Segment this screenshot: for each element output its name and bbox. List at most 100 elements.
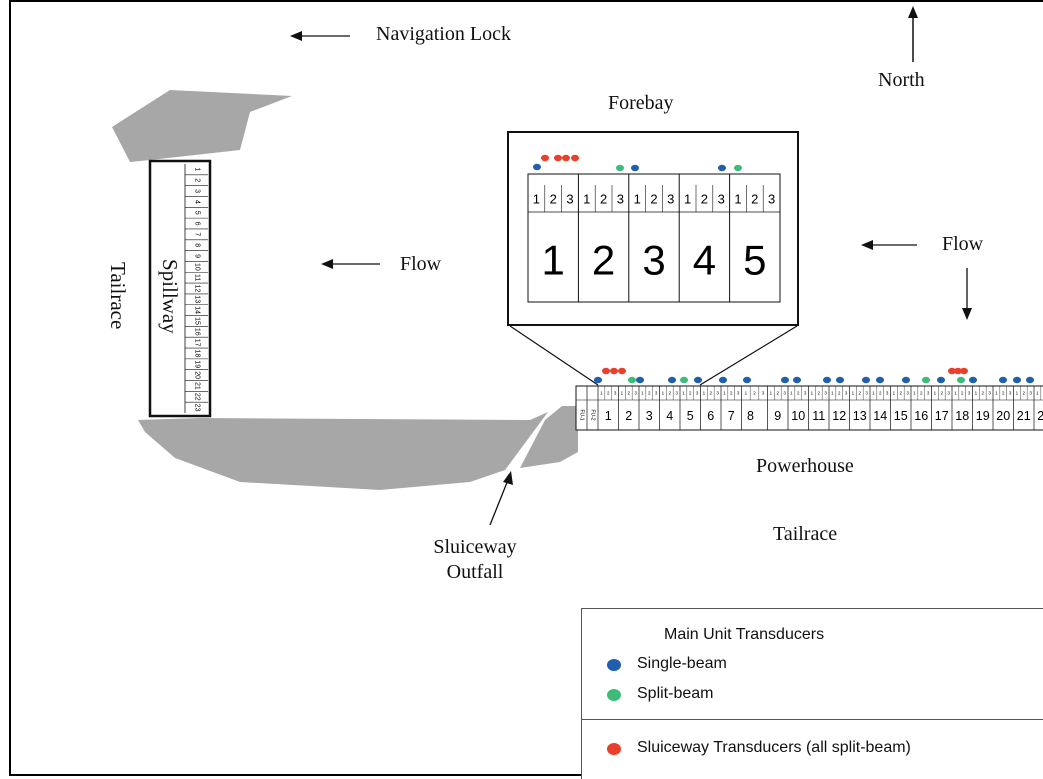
spillway-bay-label: 23 [194, 404, 201, 412]
legend-single-beam: Single-beam [637, 655, 727, 672]
single-beam-marker [823, 376, 831, 384]
powerhouse-unit-label: 20 [996, 409, 1010, 423]
powerhouse-unit-label: 2 [625, 409, 632, 423]
legend-separator [582, 719, 1043, 720]
powerhouse-slot-label: 1 [893, 391, 896, 396]
powerhouse-slot-label: 3 [804, 391, 807, 396]
single-beam-marker [793, 376, 801, 384]
powerhouse-slot-label: 2 [838, 391, 841, 396]
powerhouse-slot-label: 3 [737, 391, 740, 396]
powerhouse-unit-label: 18 [955, 409, 969, 423]
spillway-bay-label: 20 [194, 371, 201, 379]
north-label: North [878, 69, 925, 91]
powerhouse-slot-label: 2 [879, 391, 882, 396]
powerhouse-slot-label: 1 [913, 391, 916, 396]
sluiceway-marker [618, 367, 626, 375]
sluiceway-label-line1: Sluiceway [433, 536, 517, 558]
powerhouse-unit-label: 13 [853, 409, 867, 423]
spillway-bay-label: 2 [194, 178, 201, 182]
powerhouse-slot-label: 1 [641, 391, 644, 396]
powerhouse-slot-label: 3 [634, 391, 637, 396]
legend-split-beam: Split-beam [637, 685, 714, 702]
powerhouse-slot-label: 3 [886, 391, 889, 396]
single-beam-marker [668, 376, 676, 384]
spillway-bay-label: 12 [194, 285, 201, 293]
powerhouse-slot-label: 1 [682, 391, 685, 396]
powerhouse-slot-label: 2 [1002, 391, 1005, 396]
powerhouse-unit-label: 14 [873, 409, 887, 423]
powerhouse-slot-label: 2 [981, 391, 984, 396]
inset-slot-label: 3 [718, 192, 725, 207]
inset-unit-number: 3 [642, 237, 665, 284]
spillway-bay-label: 19 [194, 360, 201, 368]
spillway-bay-label: 3 [194, 189, 201, 193]
sluiceway-pointer-arrow-icon [503, 471, 513, 485]
sluiceway-outfall-label: Sluiceway Outfall [419, 537, 531, 582]
flow-left-arrow-icon [321, 259, 333, 269]
single-beam-marker [636, 376, 644, 384]
powerhouse-structure [575, 385, 1043, 431]
powerhouse-unit-label: 21 [1017, 409, 1031, 423]
powerhouse-slot-label: 2 [858, 391, 861, 396]
powerhouse-slot-label: 2 [730, 391, 733, 396]
single-beam-marker [694, 376, 702, 384]
inset-slot-label: 2 [751, 192, 758, 207]
split-beam-marker [734, 164, 742, 172]
powerhouse-slot-label: 1 [1036, 391, 1039, 396]
powerhouse-slot-label: 1 [790, 391, 793, 396]
powerhouse-unit-label: 4 [666, 409, 673, 423]
single-beam-marker [1026, 376, 1034, 384]
flow-right-label: Flow [942, 233, 984, 255]
sluiceway-marker [610, 367, 618, 375]
powerhouse-slot-label: 1 [975, 391, 978, 396]
powerhouse-slot-label: 2 [961, 391, 964, 396]
powerhouse-slot-label: 3 [783, 391, 786, 396]
flow-right-arrow-icon [861, 240, 873, 250]
inset-unit-number: 4 [693, 237, 716, 284]
single-beam-marker [876, 376, 884, 384]
inset-slot-label: 1 [533, 192, 540, 207]
navigation-lock-label: Navigation Lock [376, 23, 511, 45]
spillway-bay-label: 10 [194, 263, 201, 271]
powerhouse-slot-label: 2 [817, 391, 820, 396]
flow-left-label: Flow [400, 253, 442, 275]
powerhouse-unit-label: 6 [707, 409, 714, 423]
spillway-bay-label: 4 [194, 200, 201, 204]
forebay-inset-box [507, 131, 799, 326]
single-beam-marker [937, 376, 945, 384]
inset-slot-label: 2 [550, 192, 557, 207]
inset-slot-label: 1 [684, 192, 691, 207]
powerhouse-slot-label: 2 [627, 391, 630, 396]
spillway-bay-label: 6 [194, 222, 201, 226]
powerhouse-slot-label: 1 [934, 391, 937, 396]
powerhouse-unit-label: 9 [774, 409, 781, 423]
inset-slot-label: 3 [617, 192, 624, 207]
powerhouse-unit-label: 11 [812, 409, 825, 423]
sluiceway-marker [948, 367, 956, 375]
inset-unit-number: 1 [542, 237, 565, 284]
powerhouse-unit-label: 5 [687, 409, 694, 423]
powerhouse-slot-label: 3 [865, 391, 868, 396]
powerhouse-slot-label: 3 [716, 391, 719, 396]
powerhouse-slot-label: 1 [600, 391, 603, 396]
diagram-frame [9, 0, 1043, 776]
powerhouse-slot-label: 3 [824, 391, 827, 396]
powerhouse-slot-label: 1 [770, 391, 773, 396]
powerhouse-slot-label: 1 [1016, 391, 1019, 396]
single-beam-marker [533, 163, 541, 171]
spillway-bay-label: 17 [194, 339, 201, 347]
single-beam-marker [1013, 376, 1021, 384]
tailrace-bottom-label: Tailrace [773, 523, 838, 545]
split-beam-marker [616, 164, 624, 172]
inset-slot-label: 1 [634, 192, 641, 207]
powerhouse-slot-label: 3 [1029, 391, 1032, 396]
single-beam-marker [862, 376, 870, 384]
powerhouse-unit-label: 1 [605, 409, 612, 423]
fish-unit-label: FU-1 [579, 409, 585, 420]
north-arrow-icon [908, 6, 918, 18]
spillway-bay-label: 14 [194, 306, 201, 314]
inset-slot-label: 1 [583, 192, 590, 207]
spillway-bay-label: 21 [194, 382, 201, 390]
powerhouse-slot-label: 3 [696, 391, 699, 396]
spillway-label: Spillway [158, 259, 182, 334]
